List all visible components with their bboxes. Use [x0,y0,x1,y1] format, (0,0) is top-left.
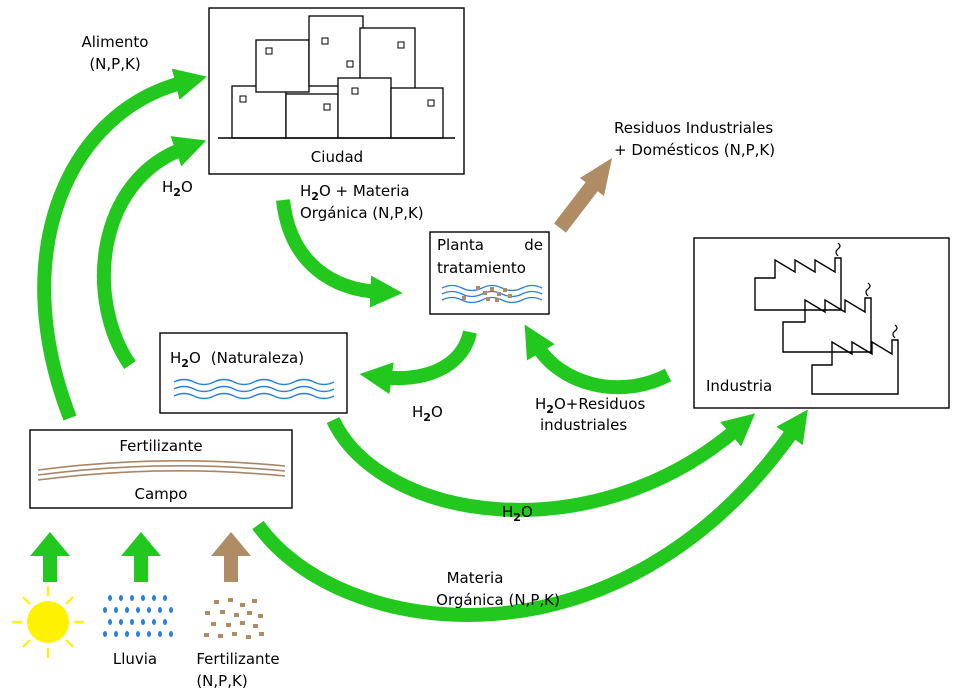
materia-label-line1: Materia [447,569,504,587]
flow-arrows [37,68,808,622]
planta-label-line1: Planta [437,236,484,254]
planta-label-line2: tratamiento [437,259,526,277]
arrow-naturaleza-to-ciudad-water [96,136,207,369]
campo-fertilizante-label: Fertilizante [119,437,202,455]
arrow-naturaleza-to-industria [326,413,756,517]
h2o-residuos-label-line1: H2O+Residuos [535,395,645,416]
water-waves-icon [441,284,543,304]
fertilizante-input-label-line2: (N,P,K) [196,672,247,690]
h2o-materia-label-line1: H2O + Materia [300,182,410,203]
city-buildings-icon [218,15,455,139]
waste-arrow [554,158,612,233]
sludge-particles-icon [462,286,512,302]
h2o-residuos-label-line2: industriales [540,416,627,434]
alimento-label-line2: (N,P,K) [89,55,140,73]
campo-label: Campo [135,485,188,503]
factory-icon [754,257,899,395]
lluvia-label: Lluvia [113,650,157,668]
residuos-label-line1: Residuos Industriales [614,119,773,137]
ciudad-box: Ciudad [208,7,465,175]
fertilizer-input-arrow [211,532,251,582]
water-H: H [170,349,181,367]
water-waves-icon [173,378,335,400]
naturaleza-box: H2O (Naturaleza) [159,332,348,414]
sun-input-arrow [30,532,70,582]
materia-label-line2: Orgánica (N,P,K) [436,591,560,609]
industria-label: Industria [706,377,772,395]
naturaleza-text: (Naturaleza) [211,349,304,367]
fertilizer-particles-icon [204,598,264,639]
industria-box: Industria [693,237,950,409]
smoke-icon [835,242,898,339]
arrow-industria-to-planta [524,324,672,395]
h2o-materia-label-line2: Orgánica (N,P,K) [300,204,424,222]
water-O: O [189,349,201,367]
input-arrows [30,532,251,582]
residuos-label-line2: + Domésticos (N,P,K) [614,141,775,159]
campo-box: Fertilizante Campo [29,429,293,509]
h2o-planta-naturaleza-label: H2O [412,403,443,424]
alimento-label-line1: Alimento [81,33,148,51]
planta-tratamiento-box: Planta de tratamiento [429,231,550,315]
rain-drops-icon [103,595,173,637]
planta-label-de: de [524,236,543,254]
arrow-planta-to-naturaleza [359,330,477,395]
arrow-ciudad-to-planta [276,199,403,308]
arrow-campo-to-ciudad-food [37,68,207,421]
fertilizante-input-label-line1: Fertilizante [196,650,279,668]
rain-input-arrow [121,532,161,582]
arrow-campo-to-industria [252,409,808,622]
soil-layers-icon [37,460,286,481]
h2o-city-label: H2O [162,178,193,199]
ciudad-label: Ciudad [311,148,363,166]
naturaleza-label: H2O (Naturaleza) [170,349,304,370]
water-2: 2 [181,357,189,370]
sun-icon [12,586,84,658]
h2o-naturaleza-industria-label: H2O [502,503,533,524]
